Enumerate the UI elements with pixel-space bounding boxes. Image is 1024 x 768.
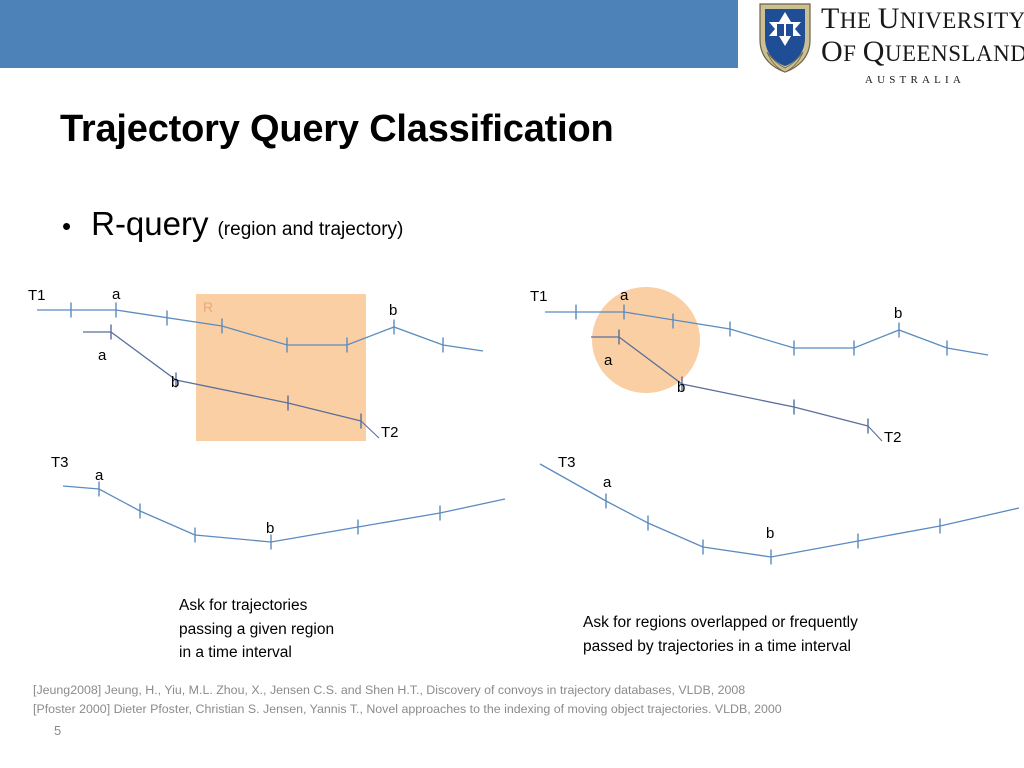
right-t2-vertex-label-b: b	[677, 379, 686, 396]
uq-crest-icon	[759, 3, 811, 73]
right-t3-path	[539, 463, 1020, 558]
left-t2-vertex-label-a: a	[98, 347, 107, 364]
r-query-region-rectangle-figure	[37, 294, 506, 550]
bullet-main-text: R-query	[91, 205, 209, 242]
right-t3-vertex-label-a: a	[603, 474, 612, 491]
header-accent-bar	[0, 0, 738, 68]
bullet-sub-text: (region and trajectory)	[217, 219, 404, 240]
left-t2-label: T2	[381, 424, 399, 441]
page-number: 5	[54, 723, 62, 738]
left-t3-vertex-label-a: a	[95, 467, 104, 484]
footer-references: [Jeung2008] Jeung, H., Yiu, M.L. Zhou, X…	[33, 681, 782, 719]
right-t1-label: T1	[530, 288, 548, 305]
left-t1-vertex-label-b: b	[389, 302, 398, 319]
right-t2-vertex-label-a: a	[604, 352, 613, 369]
left-t2-vertex-label-b: b	[171, 374, 180, 391]
right-t1-vertex-label-b: b	[894, 305, 903, 322]
uq-logo-line-2: OF QUEENSLAND	[821, 35, 1024, 68]
left-t3-label: T3	[51, 454, 69, 471]
right-t3-label: T3	[558, 454, 576, 471]
uq-logo-line-3: AUSTRALIA	[864, 74, 966, 86]
right-t2-path	[591, 336, 869, 427]
r-query-region-ellipse-figure	[539, 287, 1020, 565]
right-t2-label: T2	[884, 429, 902, 446]
right-t3-vertex-label-b: b	[766, 525, 775, 542]
uq-wordmark: THE UNIVERSITY OF QUEENSLAND AUSTRALIA	[821, 2, 1024, 86]
left-t1-vertex-label-a: a	[112, 286, 121, 303]
left-t1-path	[37, 309, 484, 352]
left-t2-path	[83, 331, 362, 422]
uq-logo-line-1: THE UNIVERSITY	[821, 2, 1024, 35]
left-region-label: R	[203, 299, 214, 315]
left-t3-vertex-label-b: b	[266, 520, 275, 537]
caption-left: Ask for trajectories passing a given reg…	[179, 597, 335, 662]
left-t2-leader	[360, 420, 380, 439]
reference-pfoster2000: [Pfoster 2000] Dieter Pfoster, Christian…	[33, 702, 782, 717]
left-t1-label: T1	[28, 287, 46, 304]
caption-right: Ask for regions overlapped or frequently…	[583, 614, 858, 655]
bullet-marker-icon: •	[62, 211, 72, 241]
uq-logo: THE UNIVERSITY OF QUEENSLAND AUSTRALIA	[757, 2, 1024, 86]
left-t3-path	[62, 485, 506, 543]
right-t1-vertex-label-a: a	[620, 287, 629, 304]
reference-jeung2008: [Jeung2008] Jeung, H., Yiu, M.L. Zhou, X…	[33, 683, 746, 697]
right-t1-path	[545, 311, 989, 356]
page-title: Trajectory Query Classification	[60, 108, 614, 150]
bullet-item-r-query: • R-query (region and trajectory)	[62, 205, 403, 243]
right-t2-leader	[867, 425, 883, 442]
